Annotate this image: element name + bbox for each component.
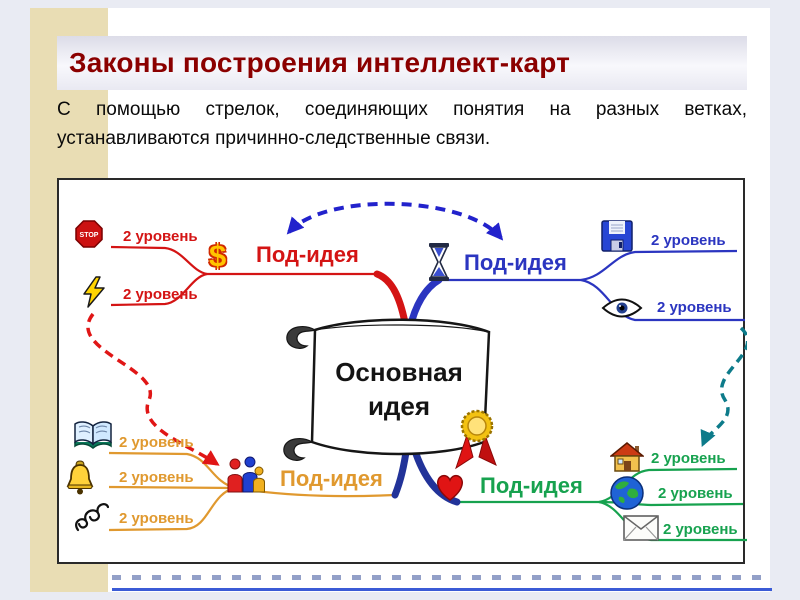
subidea-label-bottom-right: Под-идея [480, 473, 583, 498]
level2-label-tr-2: 2 уровень [657, 299, 732, 316]
cross-link-arrow-left [86, 312, 220, 466]
open-book-icon [74, 421, 112, 449]
title-bar: Законы построения интеллект-карт [57, 36, 747, 90]
slide-subtitle: С помощью стрелок, соединяющих понятия н… [57, 99, 747, 149]
level2-label-tr-1: 2 уровень [651, 232, 726, 249]
mind-map-diagram: Основная идея Под-идея $ 2 уровень 2 уро… [57, 178, 747, 564]
level2-label-br-1: 2 уровень [651, 450, 726, 467]
svg-text:STOP: STOP [80, 232, 99, 239]
house-icon [610, 442, 644, 472]
subidea-label-top-right: Под-идея [464, 250, 567, 275]
level2-label-br-3: 2 уровень [663, 521, 738, 538]
people-icon [227, 456, 265, 493]
subidea-label-bottom-left: Под-идея [280, 466, 383, 491]
cross-link-arrow-right [700, 326, 747, 447]
level2-label-tl-2: 2 уровень [123, 286, 198, 303]
heart-icon [437, 474, 463, 501]
globe-icon [610, 476, 644, 510]
floppy-disk-icon [601, 220, 633, 252]
cross-link-arrow-top [286, 201, 504, 241]
hourglass-icon [429, 243, 449, 281]
level2-label-bl-1: 2 уровень [119, 434, 194, 451]
presentation-slide: Законы построения интеллект-карт С помощ… [30, 8, 772, 592]
center-branch-bottom-right [410, 444, 461, 506]
central-idea-label: Основная идея [335, 357, 463, 421]
bell-icon [66, 460, 94, 495]
envelope-icon [623, 515, 659, 541]
bottom-blue-line [112, 588, 772, 591]
eye-icon [601, 298, 643, 318]
branch-lines-top-left [110, 245, 377, 307]
bottom-decoration-dashes [112, 575, 770, 580]
level2-label-tl-1: 2 уровень [123, 228, 198, 245]
level2-label-bl-2: 2 уровень [119, 469, 194, 486]
level2-label-bl-3: 2 уровень [119, 510, 194, 527]
level2-label-br-2: 2 уровень [658, 485, 733, 502]
subidea-label-top-left: Под-идея [256, 242, 359, 267]
spring-icon [75, 503, 109, 532]
slide-title: Законы построения интеллект-карт [69, 47, 571, 78]
dollar-icon: $ [209, 238, 227, 273]
stop-sign-icon: STOP [75, 220, 103, 248]
medal-icon [455, 409, 497, 470]
lightning-icon [83, 276, 105, 308]
